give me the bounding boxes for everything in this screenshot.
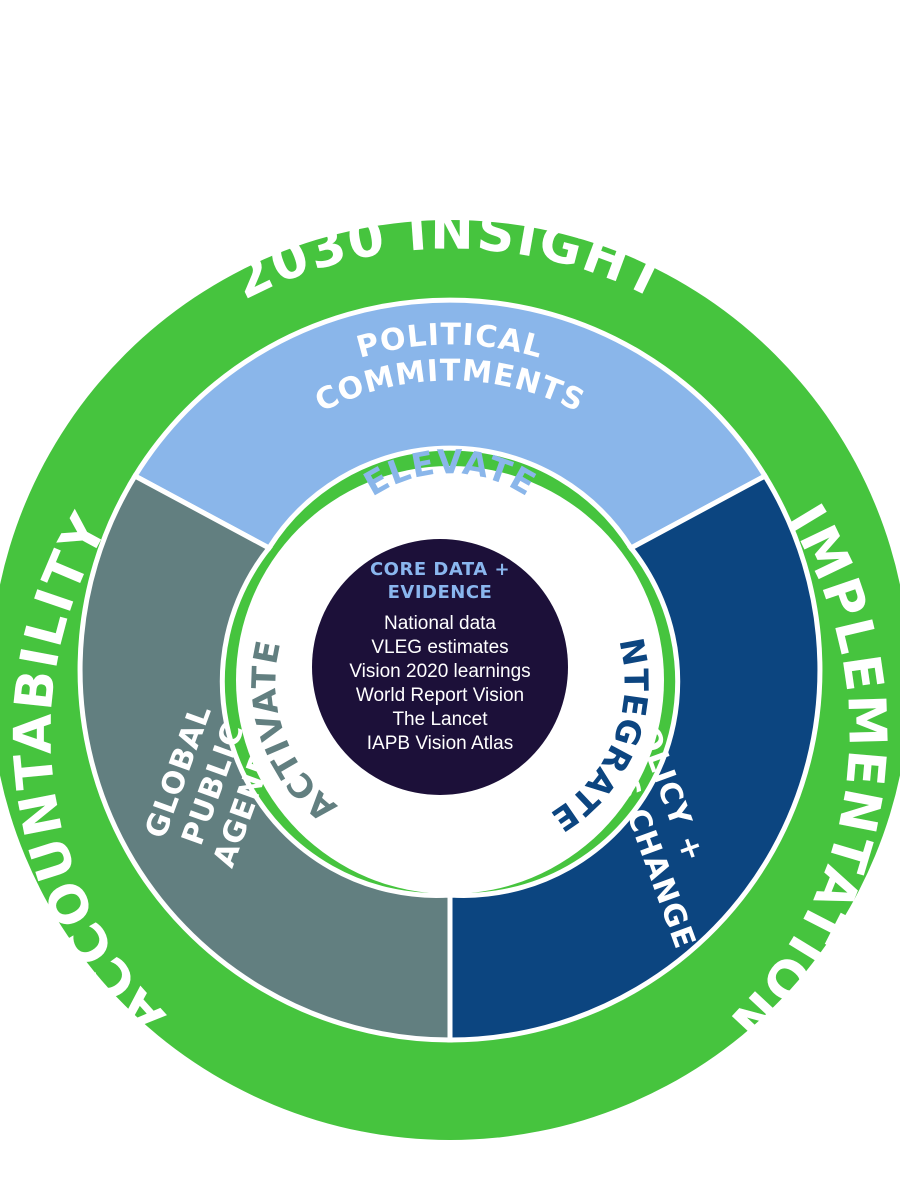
core-item: World Report Vision	[356, 685, 524, 706]
core-title-line2: EVIDENCE	[388, 582, 493, 603]
core-item: VLEG estimates	[371, 637, 508, 658]
segment-political-commitments	[131, 297, 769, 552]
core-title-line1: CORE DATA +	[370, 559, 510, 580]
core-item: The Lancet	[392, 709, 488, 730]
core-items: National data VLEG estimates Vision 2020…	[349, 613, 530, 754]
segment-policy-systems-change	[447, 472, 823, 1043]
core-circle	[312, 539, 568, 795]
segment-global-public-agenda	[77, 472, 453, 1043]
core-item: Vision 2020 learnings	[349, 661, 530, 682]
core-item: National data	[384, 613, 496, 634]
core-item: IAPB Vision Atlas	[367, 733, 513, 754]
